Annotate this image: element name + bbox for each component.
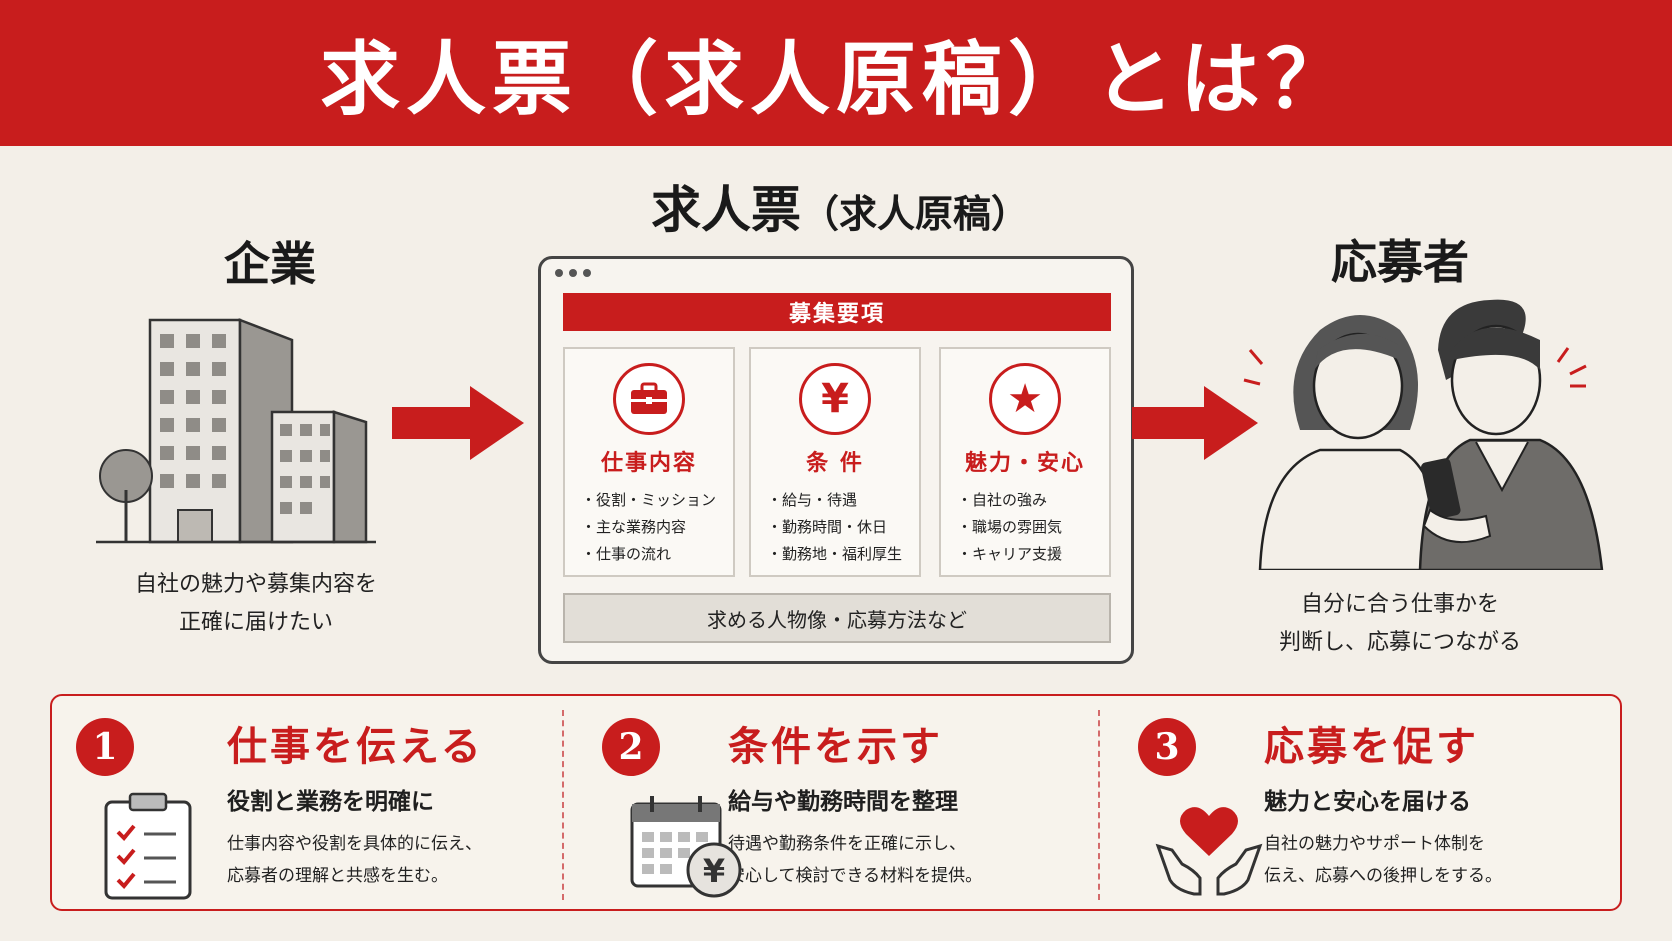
divider xyxy=(1098,710,1100,900)
point-description-line1: 仕事内容や役割を具体的に伝え、 xyxy=(227,834,482,854)
applicant-title: 応募者 xyxy=(1331,235,1469,289)
applicant-caption-line1: 自分に合う仕事かを xyxy=(1300,592,1499,617)
point-1: 1 仕事を伝える 役割と業務を明確に 仕事内容や役割を具体的に伝え、 応募者の理… xyxy=(52,696,562,911)
job-posting-title-main: 求人票 xyxy=(650,180,801,239)
applicant-caption-line2: 判断し、応募につながる xyxy=(1278,630,1521,655)
box-items: 自社の強み 職場の雰囲気 キャリア支援 xyxy=(957,487,1062,568)
svg-text:¥: ¥ xyxy=(703,852,725,890)
divider xyxy=(562,710,564,900)
company-caption-line1: 自社の魅力や募集内容を xyxy=(134,572,377,597)
point-description-line1: 待遇や勤務条件を正確に示し、 xyxy=(728,834,966,854)
list-item: 主な業務内容 xyxy=(581,514,716,541)
company-caption: 自社の魅力や募集内容を 正確に届けたい xyxy=(86,566,426,642)
box-title: 魅力・安心 xyxy=(964,451,1085,476)
point-description: 仕事内容や役割を具体的に伝え、 応募者の理解と共感を生む。 xyxy=(227,828,482,892)
point-2: 2 条件を示す 給与や勤務時間を整理 待遇や勤務条件を正確に示し、 安心して検討… xyxy=(578,696,1098,911)
point-description-line2: 伝え、応募への後押しをする。 xyxy=(1264,866,1502,886)
header-banner: 求人票（求人原稿）とは？ xyxy=(0,0,1672,146)
arrow-right-icon xyxy=(392,386,524,460)
job-posting-card: 募集要項 仕事内容 役割・ミッション 主な業務内容 仕事の流れ ¥ 条 件 給与… xyxy=(538,256,1134,664)
office-building-icon xyxy=(96,318,376,544)
page-title: 求人票（求人原稿）とは？ xyxy=(320,32,1352,126)
card-footer: 求める人物像・応募方法など xyxy=(563,593,1111,643)
box-items: 給与・待遇 勤務時間・休日 勤務地・福利厚生 xyxy=(767,487,902,568)
point-description: 自社の魅力やサポート体制を 伝え、応募への後押しをする。 xyxy=(1264,828,1502,892)
point-3: 3 応募を促す 魅力と安心を届ける 自社の魅力やサポート体制を 伝え、応募への後… xyxy=(1114,696,1622,911)
box-job-content: 仕事内容 役割・ミッション 主な業務内容 仕事の流れ xyxy=(563,347,735,577)
points-panel: 1 仕事を伝える 役割と業務を明確に 仕事内容や役割を具体的に伝え、 応募者の理… xyxy=(50,694,1622,911)
box-items: 役割・ミッション 主な業務内容 仕事の流れ xyxy=(581,487,716,568)
job-posting-title-paren: （求人原稿） xyxy=(800,191,1029,236)
arrow-right-icon xyxy=(1132,386,1258,460)
requirements-header: 募集要項 xyxy=(563,293,1111,331)
point-subheading: 役割と業務を明確に xyxy=(227,789,434,815)
point-description-line1: 自社の魅力やサポート体制を xyxy=(1264,834,1485,854)
list-item: 職場の雰囲気 xyxy=(957,514,1062,541)
point-description-line2: 安心して検討できる材料を提供。 xyxy=(728,866,983,886)
box-title: 条 件 xyxy=(806,451,864,476)
point-heading: 条件を示す xyxy=(728,723,943,770)
point-description: 待遇や勤務条件を正確に示し、 安心して検討できる材料を提供。 xyxy=(728,828,982,892)
calendar-yen-icon: ¥ xyxy=(630,796,742,898)
point-number: 3 xyxy=(1138,718,1196,776)
list-item: 仕事の流れ xyxy=(581,541,716,568)
clipboard-checklist-icon xyxy=(104,792,192,900)
point-subheading: 魅力と安心を届ける xyxy=(1264,789,1471,815)
list-item: 役割・ミッション xyxy=(581,487,716,514)
point-description-line2: 応募者の理解と共感を生む。 xyxy=(227,866,448,886)
point-number: 1 xyxy=(76,718,134,776)
point-heading: 応募を促す xyxy=(1264,723,1479,770)
job-posting-title: 求人票（求人原稿） xyxy=(560,170,1120,242)
box-conditions: ¥ 条 件 給与・待遇 勤務時間・休日 勤務地・福利厚生 xyxy=(749,347,921,577)
list-item: 給与・待遇 xyxy=(767,487,902,514)
star-icon: ★ xyxy=(989,363,1061,435)
yen-icon: ¥ xyxy=(799,363,871,435)
briefcase-icon xyxy=(613,363,685,435)
heart-hands-icon xyxy=(1155,807,1263,896)
applicant-caption: 自分に合う仕事かを 判断し、応募につながる xyxy=(1240,586,1560,662)
box-appeal: ★ 魅力・安心 自社の強み 職場の雰囲気 キャリア支援 xyxy=(939,347,1111,577)
point-subheading: 給与や勤務時間を整理 xyxy=(728,789,958,815)
window-dots xyxy=(555,269,591,277)
list-item: 自社の強み xyxy=(957,487,1062,514)
list-item: 勤務地・福利厚生 xyxy=(767,541,902,568)
list-item: 勤務時間・休日 xyxy=(767,514,902,541)
point-heading: 仕事を伝える xyxy=(227,723,484,770)
company-caption-line2: 正確に届けたい xyxy=(178,610,333,635)
applicants-illustration-icon xyxy=(1243,299,1604,570)
box-title: 仕事内容 xyxy=(600,451,697,476)
list-item: キャリア支援 xyxy=(957,541,1062,568)
point-number: 2 xyxy=(602,718,660,776)
company-title: 企業 xyxy=(224,237,316,291)
